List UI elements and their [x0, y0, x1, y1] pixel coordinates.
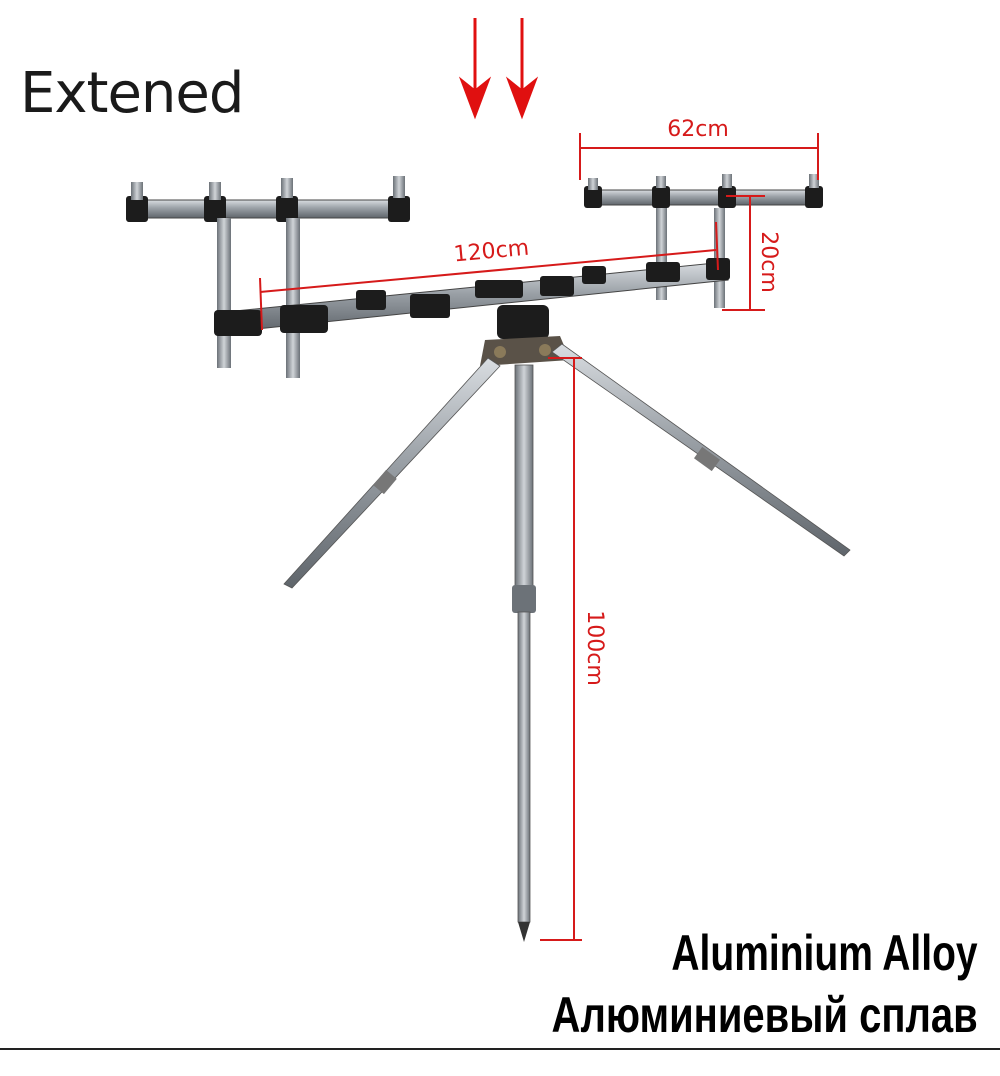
dimension-100cm — [540, 357, 582, 941]
down-arrow-icon — [458, 18, 492, 120]
bottom-divider — [0, 1048, 1000, 1050]
dimension-20cm — [722, 195, 765, 311]
label-62cm: 62cm — [667, 117, 729, 142]
label-120cm: 120cm — [453, 236, 531, 268]
dimension-120cm — [259, 221, 719, 331]
label-100cm: 100cm — [582, 610, 607, 686]
down-arrow-icon — [505, 18, 539, 120]
left-buzz-bar — [126, 176, 410, 378]
title-extened: Extened — [20, 61, 244, 126]
tripod-head — [480, 305, 570, 366]
main-bar — [214, 258, 730, 336]
material-english: Aluminium Alloy — [671, 925, 978, 981]
dimension-62cm — [579, 133, 819, 180]
tripod-legs — [283, 343, 851, 942]
label-20cm: 20cm — [756, 231, 781, 293]
material-russian: Алюминиевый сплав — [551, 987, 978, 1043]
